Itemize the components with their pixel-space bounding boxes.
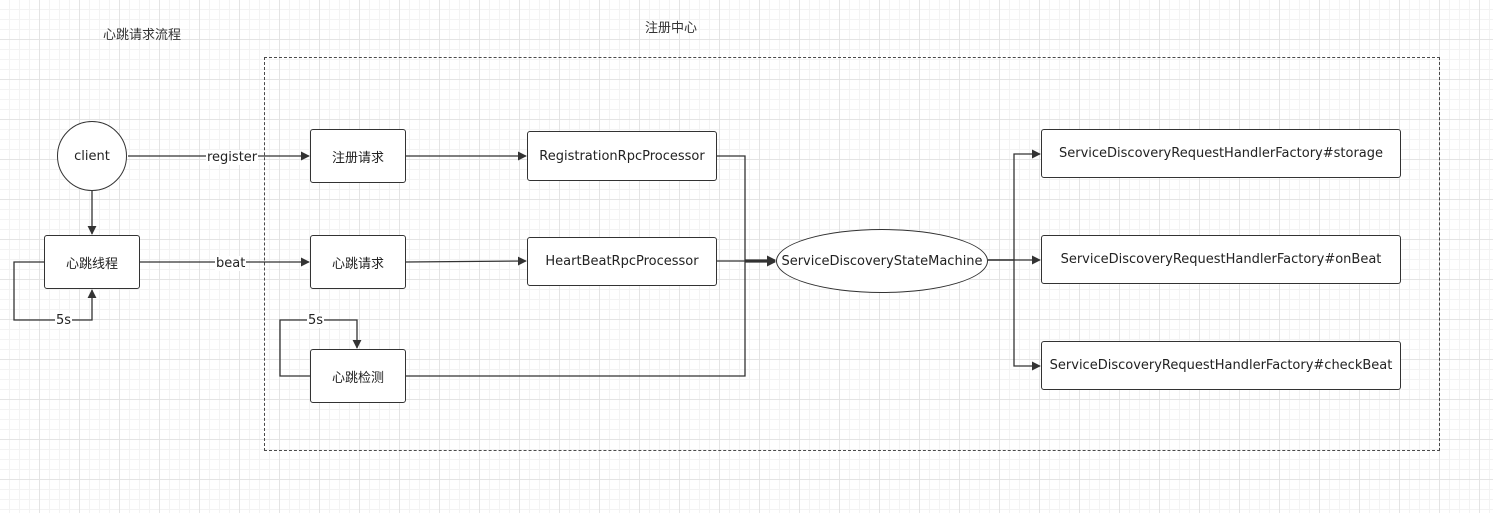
heartbeat-rpc-processor-node[interactable]: HeartBeatRpcProcessor (527, 237, 717, 286)
edge-registration-statemachine (717, 155, 776, 265)
edge-beat-processor (405, 256, 527, 266)
edge-statemachine-checkbeat (988, 259, 1041, 371)
handler-onbeat-node[interactable]: ServiceDiscoveryRequestHandlerFactory#on… (1041, 235, 1401, 284)
registry-center-region (264, 57, 1440, 451)
flow-title: 心跳请求流程 (103, 28, 182, 43)
register-request-node[interactable]: 注册请求 (310, 129, 406, 183)
handler-storage-node[interactable]: ServiceDiscoveryRequestHandlerFactory#st… (1041, 129, 1401, 178)
client-node[interactable]: client (57, 121, 127, 191)
registration-rpc-processor-node[interactable]: RegistrationRpcProcessor (527, 131, 717, 181)
heartbeat-request-node[interactable]: 心跳请求 (310, 235, 406, 289)
register-edge-label: register (206, 150, 259, 165)
edge-check-statemachine (406, 257, 776, 377)
thread-interval-label: 5s (55, 313, 73, 328)
handler-checkbeat-node[interactable]: ServiceDiscoveryRequestHandlerFactory#ch… (1041, 341, 1401, 390)
check-interval-label: 5s (307, 313, 325, 328)
heartbeat-thread-node[interactable]: 心跳线程 (44, 235, 140, 289)
beat-edge-label: beat (215, 256, 247, 271)
region-title: 注册中心 (645, 21, 698, 36)
edge-thread-self-loop (13, 261, 97, 321)
edge-check-self-loop (279, 319, 362, 377)
heartbeat-check-node[interactable]: 心跳检测 (310, 349, 406, 403)
state-machine-node[interactable]: ServiceDiscoveryStateMachine (776, 229, 988, 293)
